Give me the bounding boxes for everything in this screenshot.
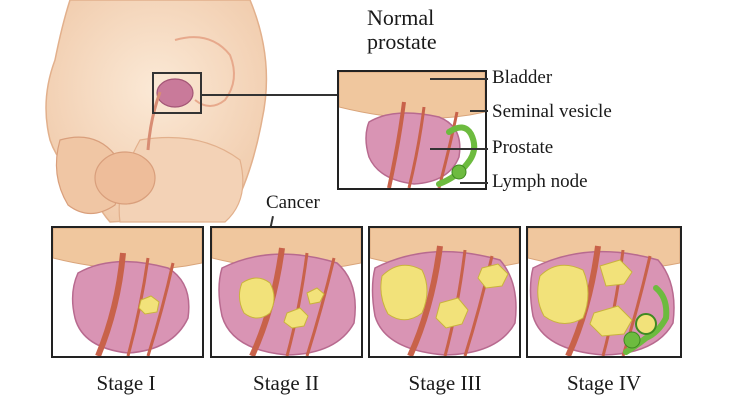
cancer-label: Cancer — [266, 192, 320, 213]
stage-2-panel — [210, 226, 363, 358]
stage-4-label: Stage IV — [566, 371, 642, 395]
bladder-label: Bladder — [492, 67, 553, 88]
normal-title-line1: Normal — [367, 5, 435, 30]
stage-3-panel — [368, 226, 521, 358]
stage-3-drawing — [370, 228, 519, 356]
stage-4-drawing — [528, 228, 680, 356]
stage-2-drawing — [212, 228, 361, 356]
body-highlight-box — [152, 72, 202, 114]
normal-prostate-title: Normal prostate — [367, 6, 437, 54]
normal-prostate-drawing — [339, 72, 485, 188]
lymph-node-leader — [460, 182, 488, 184]
seminal-vesicle-leader — [470, 110, 488, 112]
lymph-node-label: Lymph node — [492, 171, 588, 192]
stage-1-drawing — [53, 228, 202, 356]
seminal-vesicle-label: Seminal vesicle — [492, 101, 612, 122]
bladder-leader — [430, 78, 488, 80]
stage-3-label: Stage III — [408, 371, 482, 395]
prostate-label: Prostate — [492, 137, 554, 158]
stage-1-label: Stage I — [96, 371, 156, 395]
body-silhouette-illustration — [45, 0, 268, 223]
stage-2-label: Stage II — [253, 371, 319, 395]
stage-1-panel — [51, 226, 204, 358]
stage-4-panel — [526, 226, 682, 358]
connector-line — [202, 94, 338, 96]
normal-prostate-panel — [337, 70, 487, 190]
normal-title-line2: prostate — [367, 29, 437, 54]
prostate-leader — [430, 148, 488, 150]
